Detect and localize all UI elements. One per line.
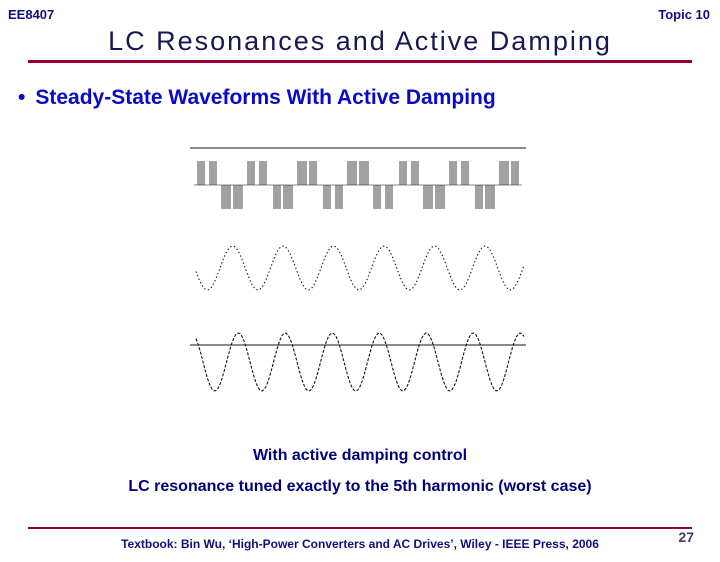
waveform-figure: [190, 140, 526, 430]
bullet-text: Steady-State Waveforms With Active Dampi…: [35, 86, 496, 109]
slide-title: LC Resonances and Active Damping: [108, 26, 612, 56]
waveform-svg: [190, 147, 526, 392]
bottom-divider: [28, 527, 692, 529]
caption-line-1: With active damping control: [252, 447, 468, 464]
top-divider: [28, 60, 692, 63]
bullet-item: • Steady-State Waveforms With Active Damp…: [18, 86, 496, 110]
bullet-icon: •: [18, 86, 26, 109]
caption-line-2: LC resonance tuned exactly to the 5th ha…: [128, 478, 592, 495]
page-number: 27: [678, 529, 694, 545]
footer-reference: Textbook: Bin Wu, ‘High-Power Converters…: [121, 537, 599, 551]
topic-label: Topic 10: [658, 7, 710, 22]
course-code: EE8407: [8, 7, 55, 22]
